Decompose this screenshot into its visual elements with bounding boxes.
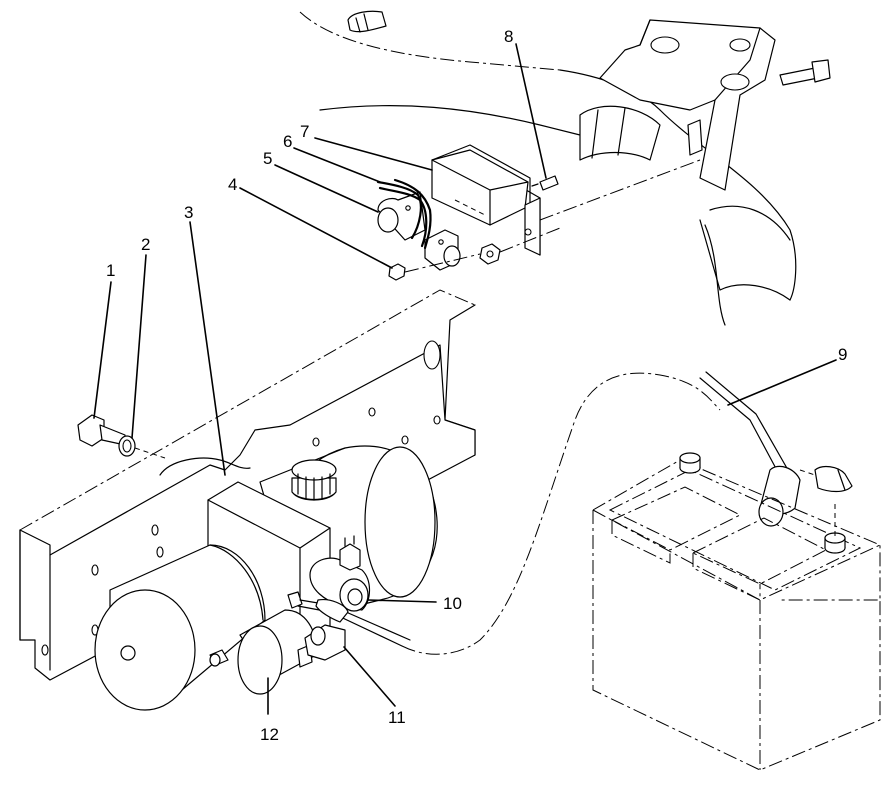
pressure-switch xyxy=(237,609,317,695)
filler-cap xyxy=(291,459,337,501)
switch-bracket xyxy=(431,144,541,256)
callout-5: 5 xyxy=(263,149,272,168)
switch-wires xyxy=(376,178,432,250)
battery-cable xyxy=(287,371,801,655)
relief-fitting xyxy=(304,624,346,661)
callout-8: 8 xyxy=(504,27,513,46)
bolt xyxy=(77,414,126,447)
callout-1: 1 xyxy=(106,261,115,280)
screw xyxy=(531,175,559,191)
lock-washer xyxy=(118,435,136,457)
limit-switch-lower xyxy=(424,229,461,271)
callout-4: 4 xyxy=(228,175,237,194)
motor-terminal xyxy=(209,649,229,667)
upper-frame-member xyxy=(299,10,831,326)
callout-9: 9 xyxy=(838,345,847,364)
pump-motor xyxy=(94,544,266,711)
limit-switch-upper xyxy=(377,191,426,241)
callout-6: 6 xyxy=(283,132,292,151)
callout-labels: 1 2 3 4 5 6 7 8 9 10 11 12 xyxy=(106,27,847,744)
nut xyxy=(479,243,501,265)
callout-3: 3 xyxy=(184,203,193,222)
battery-clamp xyxy=(814,465,853,493)
nut-small xyxy=(388,263,406,281)
callout-11: 11 xyxy=(388,708,406,727)
callout-7: 7 xyxy=(300,122,309,141)
battery xyxy=(592,452,881,771)
solenoid-valve xyxy=(309,535,371,612)
leader-lines xyxy=(93,43,837,715)
callout-2: 2 xyxy=(141,235,150,254)
callout-10: 10 xyxy=(443,594,462,613)
callout-12: 12 xyxy=(260,725,279,744)
